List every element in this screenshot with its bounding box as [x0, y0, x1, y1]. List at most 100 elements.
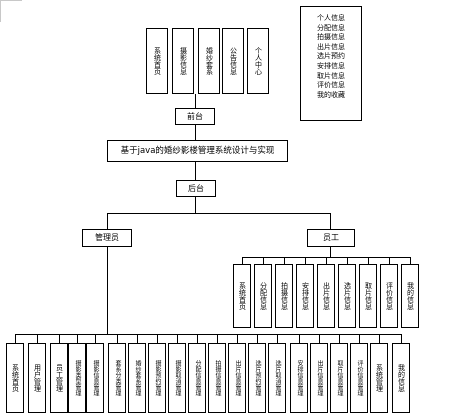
admin-module-8-label: 摄影预约管理 [154, 360, 161, 396]
connector-line [195, 94, 196, 109]
employee-module-2: 分配信息 [254, 264, 272, 328]
top-module-1: 系统首页 [146, 28, 168, 94]
admin-module-20: 我的信息 [392, 343, 410, 413]
employee-module-8: 评价信息 [380, 264, 398, 328]
connector-line [379, 334, 380, 344]
admin-module-6-label: 套系分类管理 [114, 360, 121, 396]
connector-line [257, 334, 258, 344]
connector-line [107, 213, 331, 214]
admin-module-7: 婚纱套系管理 [128, 343, 146, 413]
admin-module-7-label: 婚纱套系管理 [134, 360, 141, 396]
top-module-5-label: 个人中心 [254, 47, 263, 75]
admin-module-18: 评价信息管理 [350, 343, 368, 413]
admin-module-2: 用户管理 [28, 343, 46, 413]
top-module-5: 个人中心 [247, 28, 269, 94]
connector-line [157, 334, 158, 344]
admin-module-6: 套系分类管理 [108, 343, 126, 413]
connector-line [195, 197, 196, 214]
connector-line [59, 334, 60, 344]
system-title-label: 基于java的婚纱影楼管理系统设计与实现 [120, 145, 275, 156]
system-title-node: 基于java的婚纱影楼管理系统设计与实现 [107, 140, 288, 162]
admin-module-8: 摄影预约管理 [148, 343, 166, 413]
connector-line [277, 334, 278, 344]
employee-module-4: 安排信息 [296, 264, 314, 328]
personal-item-5: 选片预约 [317, 52, 345, 61]
top-module-4-label: 公告信息 [229, 47, 238, 75]
page-edge-top [0, 0, 22, 1]
connector-line [217, 334, 218, 344]
employee-module-2-label: 分配信息 [259, 282, 268, 310]
connector-line [195, 162, 196, 181]
personal-item-7: 取片信息 [317, 71, 345, 80]
employee-module-5: 出片信息 [317, 264, 335, 328]
admin-module-12: 出片信息管理 [228, 343, 246, 413]
admin-module-11: 拍摄信息管理 [208, 343, 226, 413]
employee-label: 员工 [323, 233, 339, 242]
admin-module-5-label: 摄影信息管理 [92, 360, 99, 396]
connector-line [107, 213, 108, 230]
top-module-1-label: 系统首页 [153, 47, 162, 75]
connector-line [15, 334, 16, 344]
admin-module-9: 摄影取消管理 [168, 343, 186, 413]
admin-module-10-label: 分配信息管理 [194, 360, 201, 396]
employee-module-1-label: 系统首页 [238, 282, 247, 310]
connector-line [263, 257, 264, 265]
connector-line [77, 334, 78, 344]
employee-module-8-label: 评价信息 [385, 282, 394, 310]
personal-item-9: 我的收藏 [317, 90, 345, 99]
employee-module-3-label: 拍摄信息 [280, 282, 289, 310]
personal-item-8: 评价信息 [317, 81, 345, 90]
connector-line [284, 257, 285, 265]
admin-module-13: 选片预约管理 [248, 343, 266, 413]
connector-line [389, 257, 390, 265]
top-module-3-label: 婚纱套系 [205, 47, 214, 75]
admin-module-15: 安排信息管理 [290, 343, 308, 413]
connector-line [330, 247, 331, 258]
top-module-2-label: 摄影信息 [179, 47, 188, 75]
top-module-4: 公告信息 [222, 28, 244, 94]
admin-module-20-label: 我的信息 [397, 364, 406, 392]
admin-module-1: 系统首页 [6, 343, 24, 413]
connector-line [242, 257, 243, 265]
admin-module-17: 取片信息管理 [330, 343, 348, 413]
connector-line [330, 213, 331, 230]
admin-module-10: 分配信息管理 [188, 343, 206, 413]
admin-module-18-label: 评价信息管理 [356, 360, 363, 396]
connector-line [117, 334, 118, 344]
personal-item-1: 个人信息 [317, 14, 345, 22]
admin-module-14: 选片取消管理 [268, 343, 286, 413]
connector-line [401, 334, 402, 344]
admin-module-16: 出片信息管理 [310, 343, 328, 413]
admin-module-3: 员工管理 [50, 343, 68, 413]
connector-line [177, 334, 178, 344]
connector-line [339, 334, 340, 344]
employee-module-7: 取片信息 [359, 264, 377, 328]
employee-module-6-label: 选片信息 [343, 282, 352, 310]
connector-line [197, 334, 198, 344]
connector-line [326, 257, 327, 265]
connector-line [195, 125, 196, 141]
employee-module-9: 我的信息 [401, 264, 419, 328]
page-edge-left [0, 0, 1, 22]
employee-module-1: 系统首页 [233, 264, 251, 328]
personal-center-items: 个人信息 分配信息 拍摄信息 出片信息 选片预约 安排信息 取片信息 评价信息 … [300, 6, 362, 121]
connector-line [107, 247, 108, 335]
personal-item-6: 安排信息 [317, 61, 345, 70]
backend-label: 后台 [188, 183, 204, 193]
connector-line [359, 334, 360, 344]
admin-module-12-label: 出片信息管理 [234, 360, 241, 396]
connector-line [305, 257, 306, 265]
frontend-label: 前台 [187, 111, 203, 121]
admin-node: 管理员 [82, 229, 132, 247]
admin-module-17-label: 取片信息管理 [336, 360, 343, 396]
personal-item-2: 分配信息 [317, 23, 345, 32]
connector-line [95, 334, 96, 344]
connector-line [410, 257, 411, 265]
admin-module-16-label: 出片信息管理 [316, 360, 323, 396]
admin-module-4: 摄影类型管理 [68, 343, 86, 413]
admin-module-15-label: 安排信息管理 [296, 360, 303, 396]
connector-line [137, 334, 138, 344]
admin-module-14-label: 选片取消管理 [274, 360, 281, 396]
connector-line [368, 257, 369, 265]
backend-node: 后台 [176, 180, 216, 197]
